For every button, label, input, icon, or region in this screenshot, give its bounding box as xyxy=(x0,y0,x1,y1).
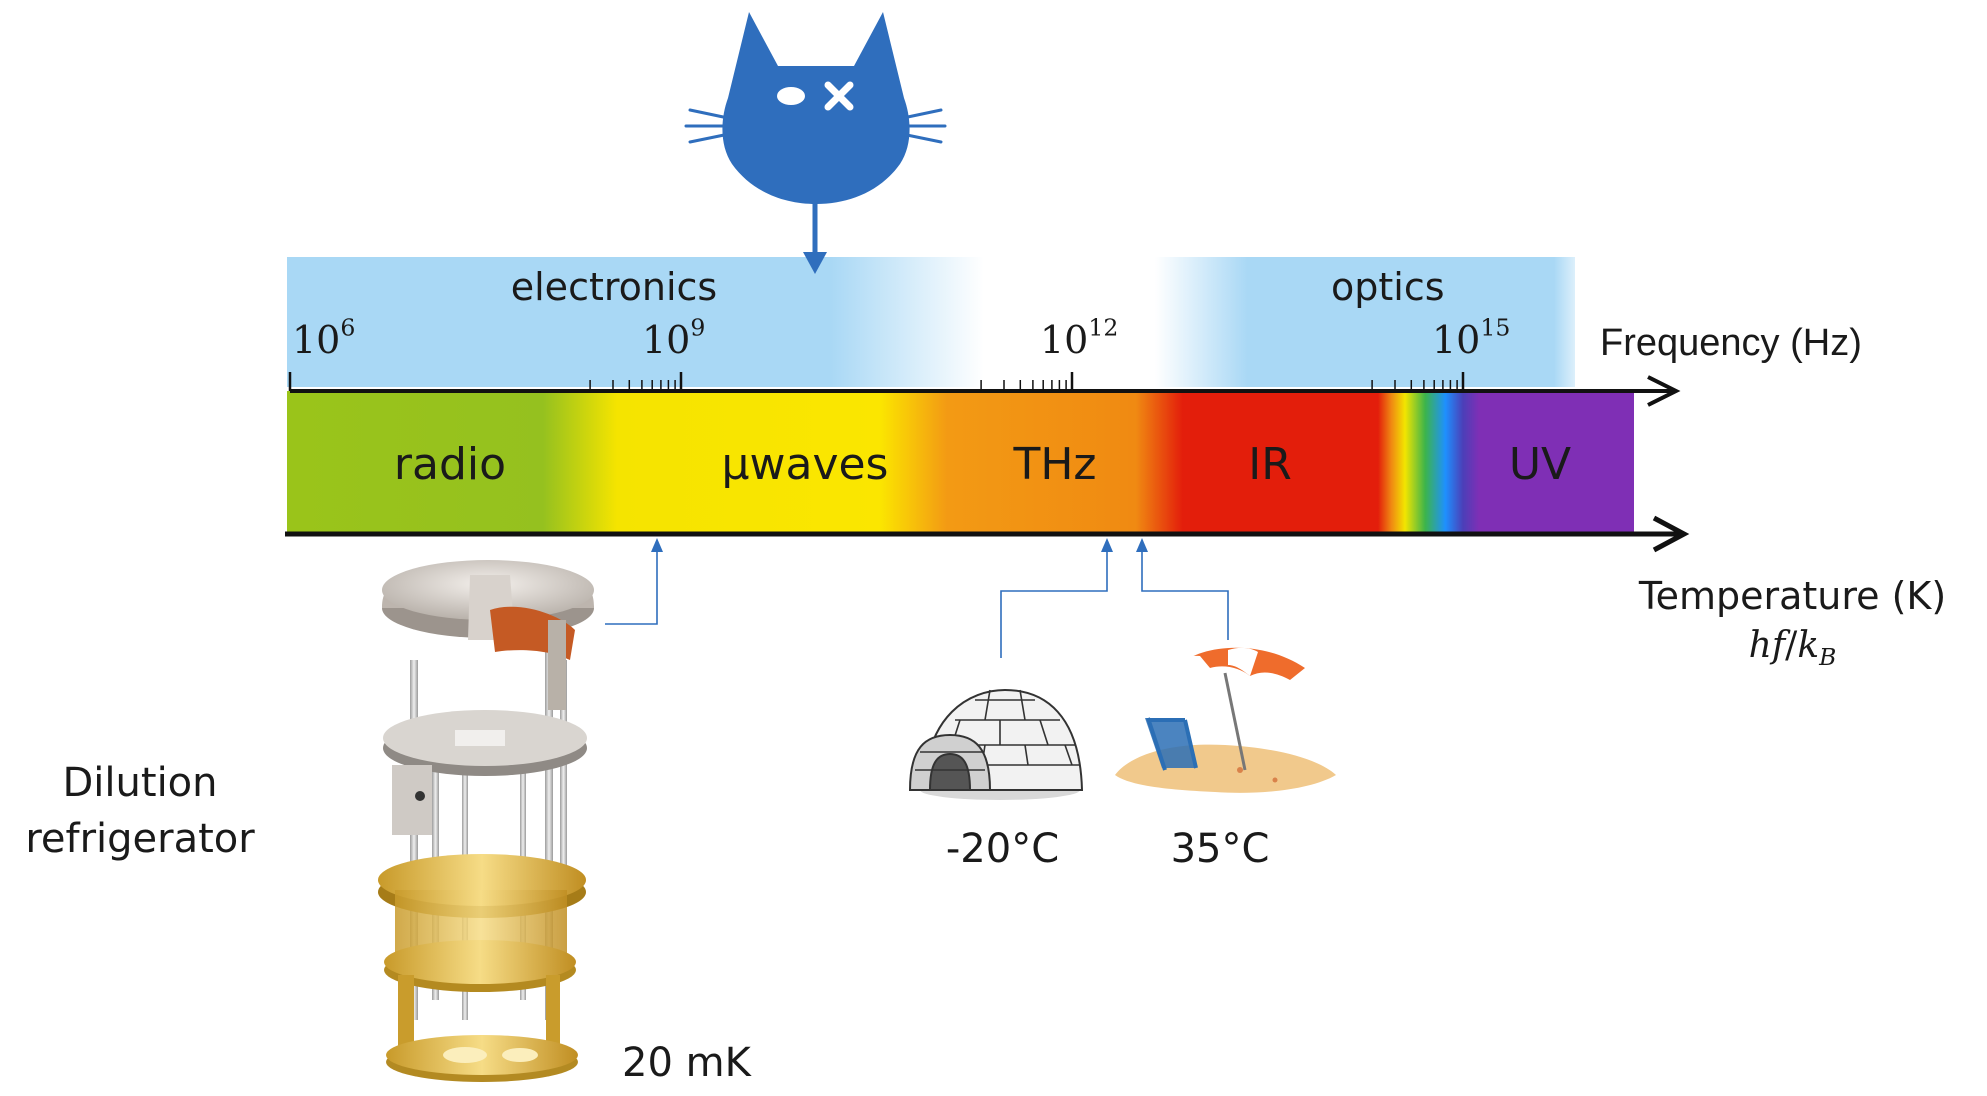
fridge-connector-arrowhead xyxy=(651,538,663,552)
temperature-axis-label: Temperature (K) xyxy=(1638,574,1947,618)
beach-temperature: 35°C xyxy=(1170,826,1270,872)
optics-band-label: optics xyxy=(1331,265,1445,309)
fridge-connector xyxy=(605,548,658,625)
igloo-connector xyxy=(1000,548,1108,658)
frequency-tick-1e9: 109 xyxy=(642,313,706,362)
region-microwaves: μwaves xyxy=(721,439,889,490)
beach-connector xyxy=(1141,548,1229,640)
igloo-icon xyxy=(908,688,1084,800)
igloo-temperature: -20°C xyxy=(945,826,1060,872)
region-ir: IR xyxy=(1248,439,1292,490)
temperature-axis xyxy=(285,515,1690,553)
region-thz: THz xyxy=(1013,439,1097,490)
electronics-band-label: electronics xyxy=(510,265,718,309)
frequency-major-ticks xyxy=(288,372,1465,391)
frequency-minor-ticks xyxy=(589,380,1458,391)
igloo-connector-arrowhead xyxy=(1101,538,1113,552)
electronics-band xyxy=(287,257,984,387)
frequency-tick-1e12: 1012 xyxy=(1040,313,1119,362)
optics-band xyxy=(1155,257,1575,387)
region-uv: UV xyxy=(1508,439,1572,490)
fridge-label-line2: refrigerator xyxy=(25,816,255,862)
fridge-label-line1: Dilution xyxy=(62,760,218,806)
temperature-formula: hf/kB xyxy=(1748,625,1837,672)
fridge-temperature: 20 mK xyxy=(622,1040,751,1086)
frequency-axis-label: Frequency (Hz) xyxy=(1600,322,1862,364)
frequency-tick-1e6: 106 xyxy=(292,313,356,362)
dilution-refrigerator-image xyxy=(378,560,594,1082)
beach-connector-arrowhead xyxy=(1136,538,1148,552)
beach-umbrella-icon xyxy=(1115,647,1336,793)
region-radio: radio xyxy=(393,439,507,490)
cat-arrow xyxy=(803,203,827,274)
frequency-tick-1e15: 1015 xyxy=(1432,313,1511,362)
spectrum-bar xyxy=(287,391,1634,533)
cat-icon xyxy=(684,12,947,204)
